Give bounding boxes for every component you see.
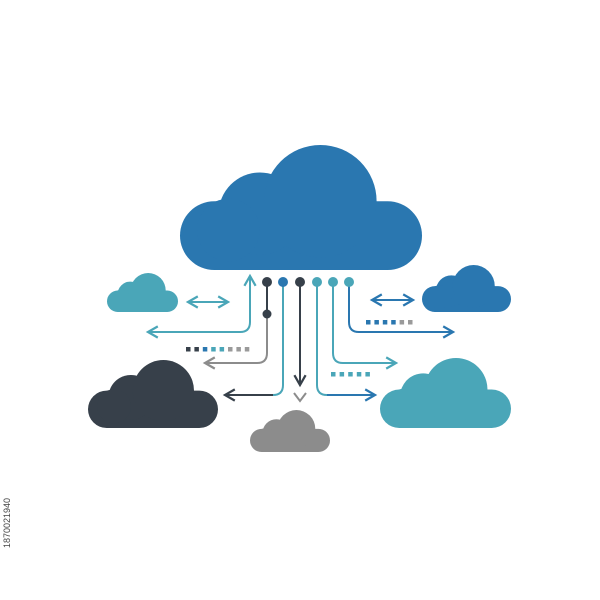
- cloud-puff: [277, 410, 316, 448]
- right-small-cloud: [422, 265, 511, 312]
- data-packet-square: [236, 347, 241, 352]
- main-cloud: [180, 145, 422, 270]
- data-packet-square: [331, 372, 336, 377]
- connector-dot: [328, 277, 338, 287]
- data-packet-square: [391, 320, 396, 325]
- data-packet-square: [219, 347, 225, 352]
- connector-right-large-line: [316, 282, 375, 396]
- cloud-puff: [388, 388, 424, 424]
- gray-cloud: [250, 410, 330, 452]
- right-large-cloud: [380, 358, 511, 428]
- data-packet-square: [228, 347, 233, 352]
- stock-id-label: 1870021940: [0, 470, 14, 580]
- data-packet-square: [408, 320, 413, 325]
- data-packet-square: [244, 347, 250, 352]
- data-packet-square: [202, 347, 208, 352]
- data-packet-square: [374, 320, 379, 325]
- cloud-puff: [97, 389, 131, 424]
- data-packet-square: [365, 372, 370, 377]
- data-packet-square: [366, 320, 371, 325]
- data-packet-square: [194, 347, 199, 352]
- left-small-cloud: [107, 273, 178, 312]
- connector-dot: [262, 277, 272, 287]
- cloud-puff: [111, 289, 131, 310]
- data-packet-square: [186, 347, 191, 352]
- stock-id-text: 1870021940: [2, 497, 12, 549]
- cloud-puff: [264, 145, 377, 258]
- cloud-puff: [424, 358, 488, 421]
- connector-dot: [262, 309, 272, 319]
- connector-right-top-arrow: [348, 282, 456, 339]
- connector-dot: [295, 277, 305, 287]
- data-packet-square: [356, 372, 362, 377]
- chevron-down-icon: [293, 392, 307, 403]
- data-packet-square: [211, 347, 216, 352]
- connector-up-left-arrow: [145, 273, 257, 339]
- dark-cloud: [88, 360, 218, 428]
- connector-dot: [278, 277, 288, 287]
- cloud-puff: [197, 198, 260, 262]
- data-packet-square: [348, 372, 353, 377]
- cloud-puff: [428, 285, 452, 309]
- connector-dot: [344, 277, 354, 287]
- cloud-puff: [130, 273, 166, 309]
- data-packet-square: [399, 320, 405, 325]
- connector-gray-arrow: [202, 282, 268, 370]
- connector-dark-cloud-line: [225, 282, 284, 396]
- connector-dot: [312, 277, 322, 287]
- cloud-puff: [255, 428, 277, 450]
- connector-right-mid-arrow: [332, 282, 399, 370]
- cloud-puff: [452, 265, 495, 308]
- cloud-puff: [132, 360, 194, 422]
- data-packet-square: [382, 320, 388, 325]
- data-packet-square: [339, 372, 345, 377]
